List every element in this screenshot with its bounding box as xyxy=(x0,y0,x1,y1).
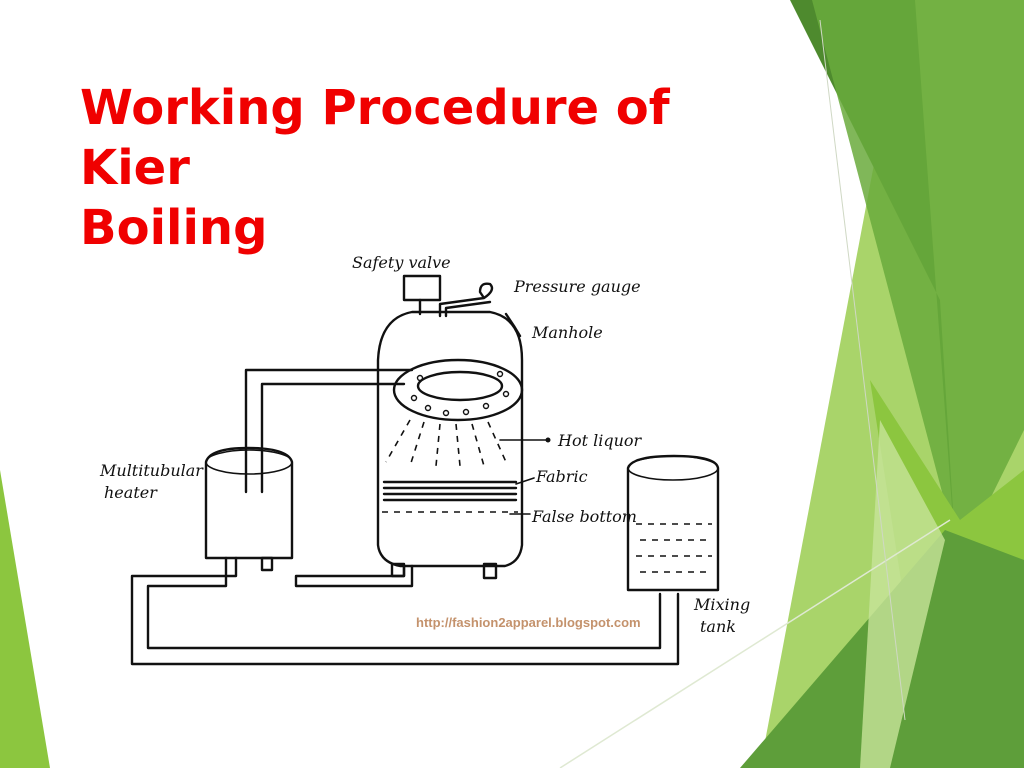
label-mixing-tank-1: Mixing xyxy=(693,595,750,614)
mixing-tank-liquid xyxy=(636,523,712,573)
kier-return-pipe xyxy=(294,564,414,588)
hot-liquor-dot xyxy=(545,437,551,443)
slide-title-line-1: Working Procedure of Kier xyxy=(80,80,670,196)
circulation-loop-inner xyxy=(146,556,662,650)
label-multitubular-heater-1: Multitubular xyxy=(99,461,204,480)
label-hot-liquor: Hot liquor xyxy=(557,431,643,450)
sprinkler-holes xyxy=(410,370,510,417)
label-false-bottom: False bottom xyxy=(531,507,637,526)
heater-riser-pipe xyxy=(244,368,414,494)
sprinkler-ring-inner xyxy=(416,370,504,402)
watermark-url: http://fashion2apparel.blogspot.com xyxy=(416,615,641,630)
mixing-tank-top xyxy=(627,455,719,481)
hot-liquor-spray xyxy=(385,419,507,467)
label-manhole: Manhole xyxy=(531,323,603,342)
slide-title: Working Procedure of Kier Boiling xyxy=(80,78,780,258)
slide-title-line-2: Boiling xyxy=(80,200,268,256)
label-mixing-tank-2: tank xyxy=(700,617,736,636)
safety-valve xyxy=(402,274,442,302)
label-multitubular-heater-2: heater xyxy=(104,483,158,502)
multitubular-heater xyxy=(204,446,294,560)
fabric-leader xyxy=(515,477,535,485)
green-shape-light xyxy=(860,420,945,768)
label-pressure-gauge: Pressure gauge xyxy=(513,277,641,296)
heater-top xyxy=(205,449,293,475)
kier-vessel xyxy=(376,310,524,568)
green-shape-left xyxy=(0,470,50,768)
fabric-layers xyxy=(382,480,518,502)
accent-line xyxy=(819,19,906,721)
sprinkler-ring-outer xyxy=(392,358,524,422)
circulation-loop-outer xyxy=(130,556,680,666)
manhole xyxy=(504,312,522,338)
pressure-gauge xyxy=(438,282,494,318)
label-safety-valve: Safety valve xyxy=(352,253,451,272)
label-fabric: Fabric xyxy=(535,467,588,486)
vessel-leg-right xyxy=(482,562,498,580)
heater-outlet xyxy=(260,556,274,572)
green-shape-mid xyxy=(812,0,1024,560)
accent-line xyxy=(559,519,951,768)
